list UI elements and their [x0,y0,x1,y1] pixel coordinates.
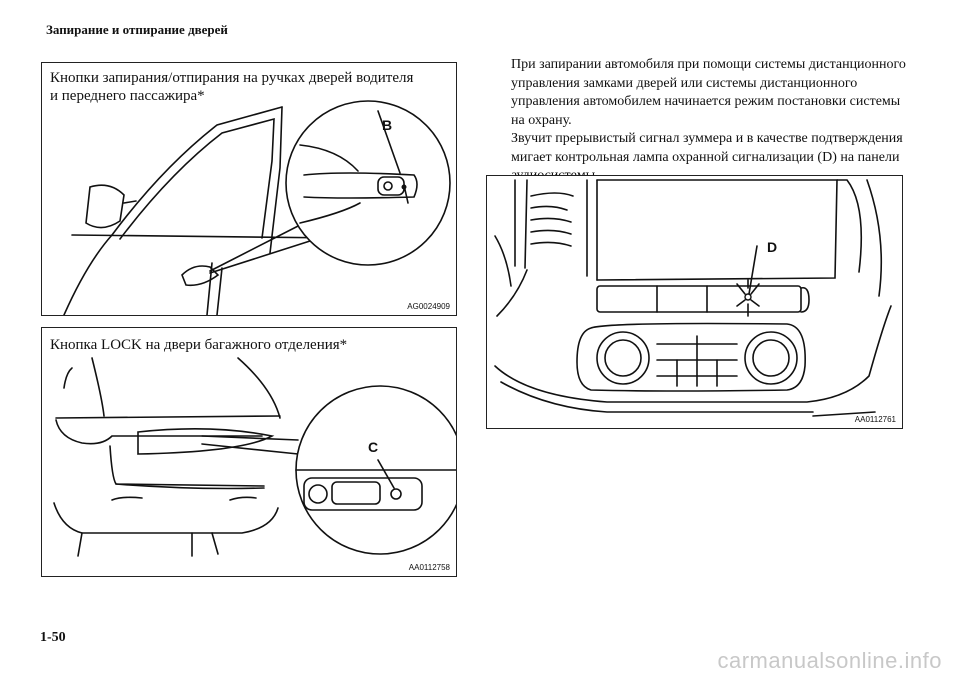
body-paragraph-2: Звучит прерывистый сигнал зуммера и в ка… [511,131,903,183]
tailgate-figure-code: AA0112758 [408,563,450,572]
door-handle-illustration [63,100,451,315]
callout-b: B [382,117,393,133]
callout-d: D [767,239,778,255]
figure-dashboard: D AA0112761 [486,175,903,429]
door-figure-title: Кнопки запирания/отпирания на ручках две… [50,69,413,105]
callout-c: C [368,439,379,455]
page-header: Запирание и отпирание дверей [46,22,228,37]
page-number: 1-50 [40,630,66,645]
dashboard-illustration [494,179,892,417]
door-figure-code: AG0024909 [407,302,450,311]
door-figure-title-line2: и переднего пассажира* [50,88,205,104]
body-text: При запирании автомобиля при помощи сист… [511,56,916,186]
body-paragraph-1: При запирании автомобиля при помощи сист… [511,57,906,128]
tailgate-illustration [53,357,456,557]
door-figure-title-line1: Кнопки запирания/отпирания на ручках две… [50,70,414,86]
watermark: carmanualsonline.info [717,648,942,673]
figure-tailgate: Кнопка LOCK на двери багажного отделения… [41,327,457,577]
figure-door-handle: Кнопки запирания/отпирания на ручках две… [41,62,457,316]
tailgate-figure-title: Кнопка LOCK на двери багажного отделения… [50,337,348,353]
dashboard-figure-code: AA0112761 [854,415,896,424]
